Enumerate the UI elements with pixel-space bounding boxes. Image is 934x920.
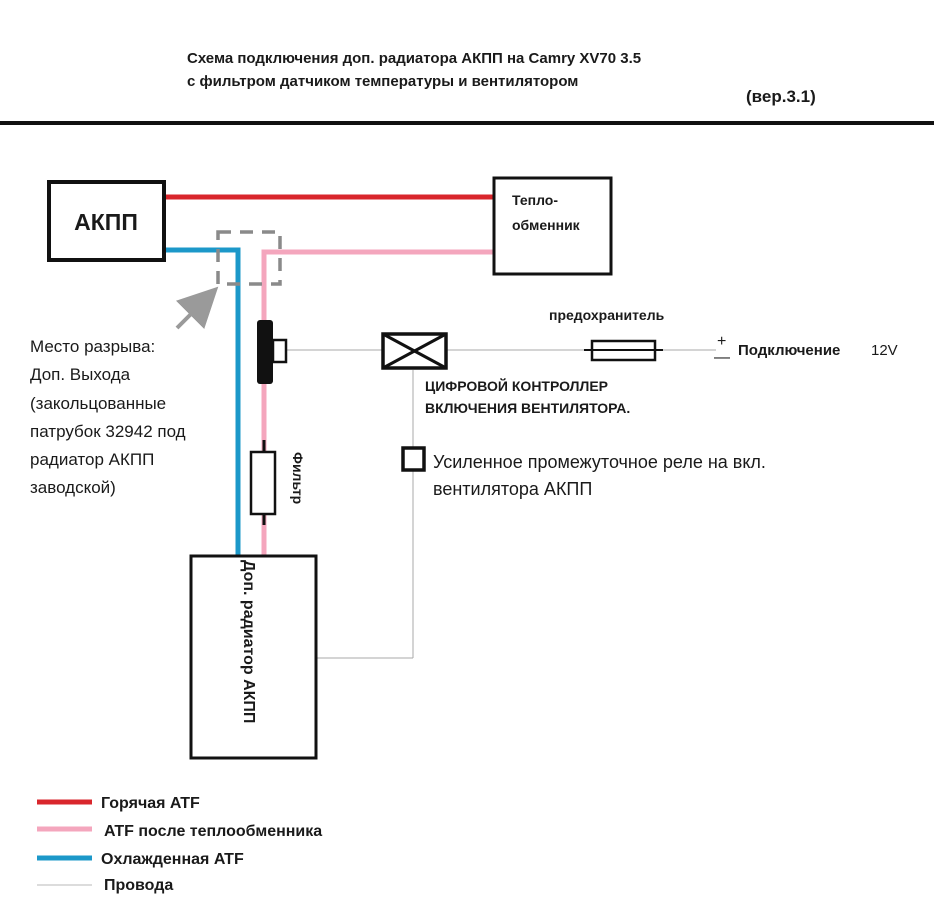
legend-label-wires: Провода: [104, 877, 173, 894]
power-voltage: 12V: [871, 342, 898, 359]
power-minus: —: [714, 349, 730, 366]
wires: [285, 349, 716, 659]
radiator-label: Доп. радиатор АКПП: [240, 560, 257, 723]
cooled-atf-line: [165, 247, 241, 555]
break-note-line-2: Доп. Выхода: [30, 365, 131, 384]
radiator-block: [189, 554, 318, 760]
break-note-line-3: (закольцованные: [30, 394, 166, 413]
break-note-line-4: патрубок 32942 под: [30, 422, 186, 441]
relay: [401, 446, 426, 472]
break-note: Место разрыва: Доп. Выхода (закольцованн…: [30, 337, 186, 497]
fan-controller: [381, 332, 448, 370]
fuse-label: предохранитель: [549, 307, 665, 323]
legend-label-hot: Горячая ATF: [101, 795, 200, 812]
legend-label-cooled: Охлажденная ATF: [101, 851, 244, 868]
relay-label-line1: Усиленное промежуточное реле на вкл.: [433, 452, 766, 472]
heat-exchanger-label-line2: обменник: [512, 217, 581, 233]
heat-exchanger-block: [492, 176, 613, 276]
heat-exchanger-label-line1: Тепло-: [512, 192, 558, 208]
akpp-block: [47, 180, 166, 262]
temperature-sensor: [257, 320, 288, 384]
break-location-marker: [216, 230, 282, 286]
filter-label: Фильтр: [290, 452, 306, 504]
break-note-line-5: радиатор АКПП: [30, 450, 154, 469]
diagram-title-line1: Схема подключения доп. радиатора АКПП на…: [187, 50, 641, 67]
controller-label-line1: ЦИФРОВОЙ КОНТРОЛЛЕР: [425, 377, 608, 394]
relay-label-line2: вентилятора АКПП: [433, 479, 592, 499]
power-plus: +: [717, 333, 726, 350]
fuse: [584, 339, 663, 362]
controller-label-line2: ВКЛЮЧЕНИЯ ВЕНТИЛЯТОРА.: [425, 400, 630, 416]
legend: Горячая ATF ATF после теплообменника Охл…: [37, 795, 322, 894]
diagram-title-line2: с фильтром датчиком температуры и вентил…: [187, 73, 578, 90]
version-label: (вер.3.1): [746, 87, 816, 106]
filter: [249, 440, 277, 525]
akpp-label: АКПП: [74, 209, 138, 235]
break-note-line-1: Место разрыва:: [30, 337, 155, 356]
legend-label-after-exchanger: ATF после теплообменника: [104, 823, 322, 840]
power-label: Подключение: [738, 342, 840, 359]
break-note-line-6: заводской): [30, 478, 116, 497]
break-pointer-arrow: [175, 286, 219, 330]
